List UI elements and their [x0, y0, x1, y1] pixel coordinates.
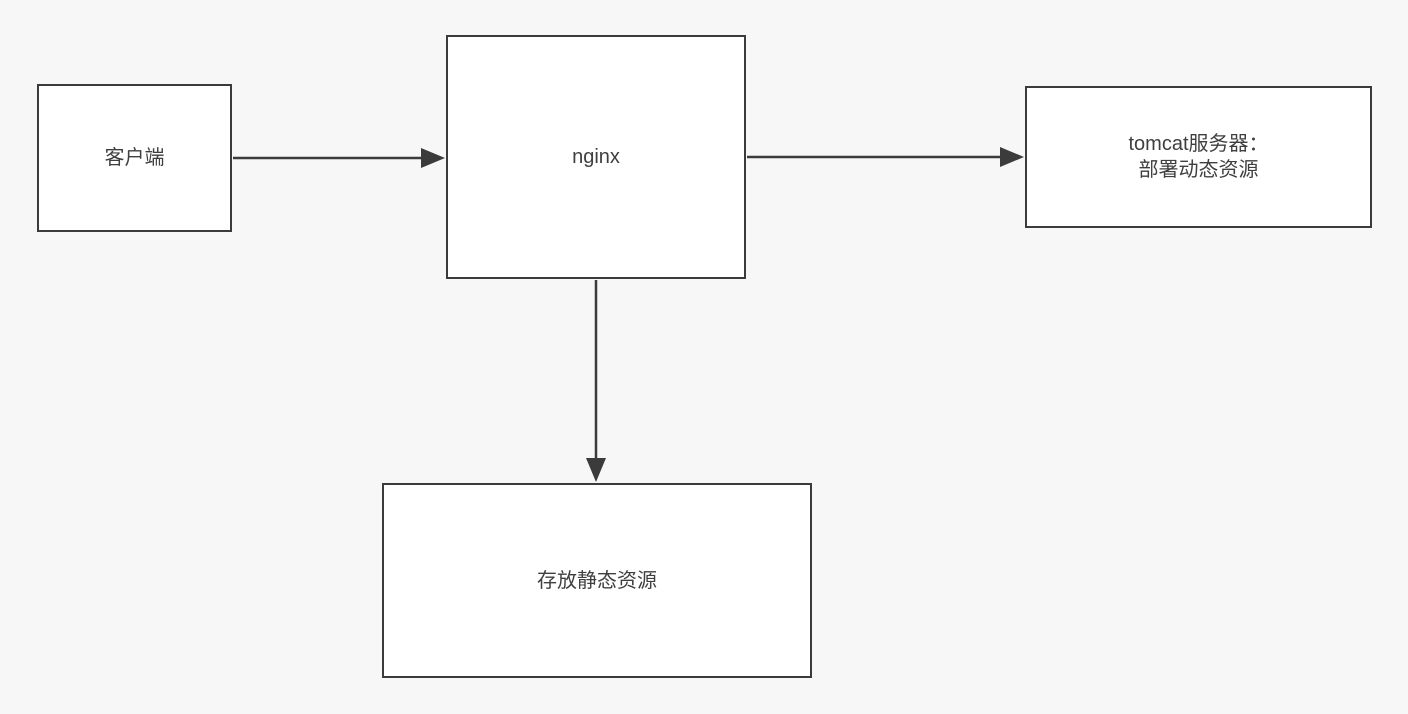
node-tomcat-label-line1: tomcat服务器：: [1128, 133, 1269, 155]
node-client: 客户端: [37, 84, 232, 232]
node-tomcat-server: tomcat服务器： 部署动态资源: [1025, 86, 1372, 228]
arrowhead-down-icon: [586, 458, 606, 482]
arrowhead-right-icon: [421, 148, 445, 168]
node-tomcat-label-line2: 部署动态资源: [1138, 159, 1259, 181]
node-nginx: nginx: [446, 35, 746, 279]
arrow-nginx-to-static: [586, 280, 606, 482]
node-nginx-label: nginx: [572, 146, 620, 168]
node-static-resources: 存放静态资源: [382, 483, 812, 678]
node-static-resources-label: 存放静态资源: [537, 569, 657, 592]
arrow-nginx-to-tomcat: [747, 147, 1024, 167]
arrow-client-to-nginx: [233, 148, 445, 168]
arrowhead-right-icon: [1000, 147, 1024, 167]
node-client-label: 客户端: [104, 147, 165, 169]
